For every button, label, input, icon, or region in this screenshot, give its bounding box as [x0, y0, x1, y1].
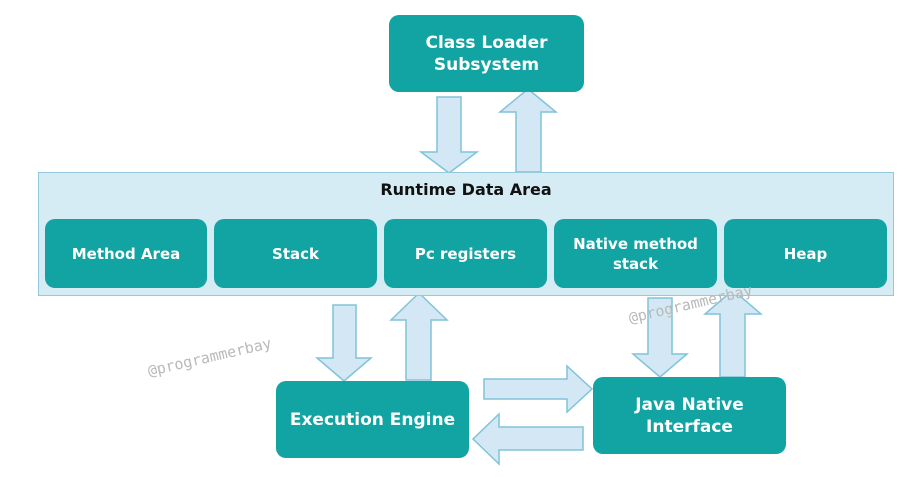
- jni-line1: Java Native: [635, 394, 744, 415]
- arrow-classloader-to-runtime: [418, 96, 480, 174]
- arrow-jni-to-execution-engine: [471, 412, 584, 466]
- arrow-jni-to-runtime: [702, 289, 764, 378]
- heap-label: Heap: [783, 244, 828, 263]
- jni-line2: Interface: [646, 416, 733, 437]
- class-loader-subsystem-box: Class Loader Subsystem: [389, 15, 584, 92]
- runtime-data-area-title: Runtime Data Area: [380, 180, 552, 199]
- arrow-execution-engine-to-jni: [483, 364, 594, 414]
- arrow-execution-engine-to-runtime: [389, 291, 449, 381]
- execution-engine-box: Execution Engine: [276, 381, 469, 458]
- pc-registers-box: Pc registers: [384, 219, 547, 288]
- pc-registers-label: Pc registers: [414, 244, 517, 263]
- native-method-stack-box: Native method stack: [554, 219, 717, 288]
- arrow-runtime-to-classloader: [497, 88, 559, 173]
- heap-box: Heap: [724, 219, 887, 288]
- arrow-runtime-to-execution-engine: [314, 304, 374, 382]
- class-loader-line2: Subsystem: [433, 54, 540, 75]
- class-loader-line1: Class Loader: [425, 32, 548, 53]
- method-area-label: Method Area: [71, 244, 181, 263]
- native-method-stack-line1: Native method: [573, 234, 698, 253]
- stack-box: Stack: [214, 219, 377, 288]
- native-method-stack-line2: stack: [612, 254, 659, 273]
- method-area-box: Method Area: [45, 219, 207, 288]
- arrow-runtime-to-jni: [630, 297, 690, 378]
- stack-label: Stack: [272, 244, 319, 263]
- execution-engine-label: Execution Engine: [289, 409, 456, 430]
- java-native-interface-box: Java Native Interface: [593, 377, 786, 454]
